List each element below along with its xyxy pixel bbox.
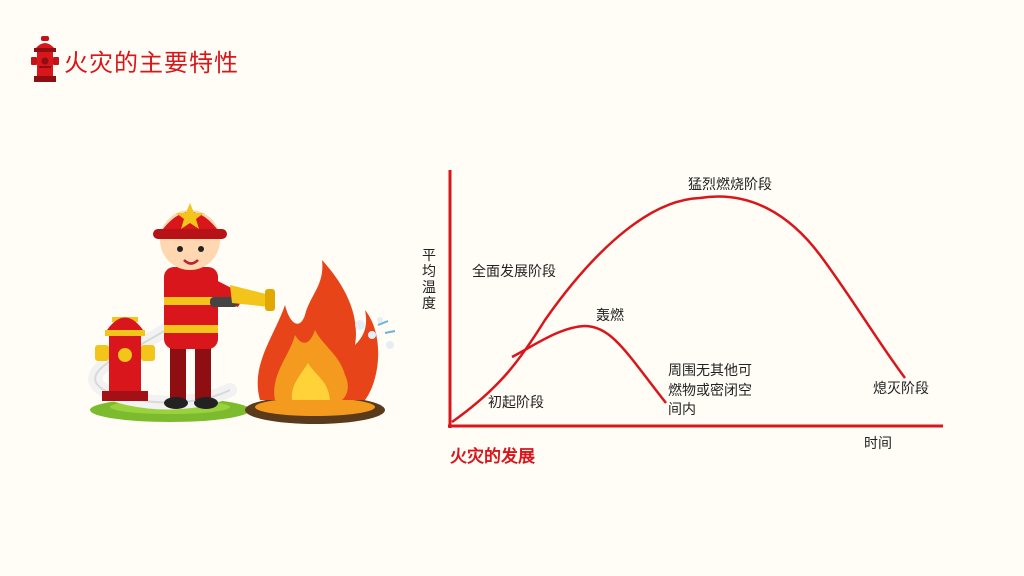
y-axis-label-char-3: 温	[422, 280, 436, 296]
flame-illustration	[245, 260, 385, 424]
stage-label-flashover: 轰燃	[596, 307, 624, 324]
page-title: 火灾的主要特性	[64, 48, 239, 77]
enclosed-note-line-1: 周围无其他可	[668, 363, 752, 379]
x-axis-label: 时间	[864, 436, 892, 452]
title-bar: 火灾的主要特性	[30, 36, 239, 84]
firefighter-scene	[88, 203, 396, 424]
y-axis-label-char-1: 平	[422, 248, 436, 264]
fire-hydrant-illustration	[95, 317, 155, 401]
diagram-caption: 火灾的发展	[450, 446, 535, 467]
enclosed-branch-curve	[511, 324, 667, 404]
stage-label-initial: 初起阶段	[488, 394, 544, 411]
enclosed-note-line-3: 间内	[668, 402, 696, 418]
water-spray	[355, 317, 396, 349]
hose-nozzle	[230, 285, 275, 311]
y-axis-label-char-4: 度	[422, 296, 436, 312]
stage-label-extinguish: 熄灭阶段	[873, 380, 929, 397]
main-fire-curve	[451, 195, 906, 424]
y-axis-label-char-2: 均	[422, 264, 436, 280]
firefighter-illustration	[153, 203, 245, 409]
stage-label-violent-burning: 猛烈燃烧阶段	[688, 176, 772, 193]
stage-label-full-development: 全面发展阶段	[472, 263, 556, 280]
fire-hydrant-icon	[31, 36, 59, 82]
enclosed-note-line-2: 燃物或密闭空	[668, 382, 752, 399]
